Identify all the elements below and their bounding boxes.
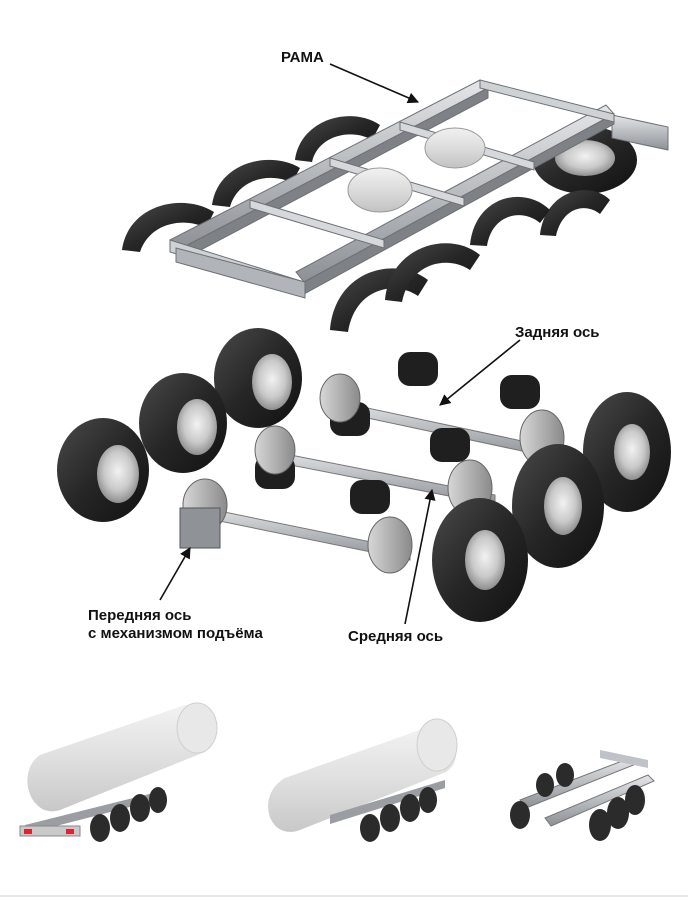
frame-pointer-line xyxy=(329,63,420,104)
axles-assembly xyxy=(57,328,671,622)
frame-label: РАМА xyxy=(281,49,324,66)
frame-air-tanks xyxy=(347,127,486,213)
wheel-left-2 xyxy=(139,373,227,473)
wheel-left-1 xyxy=(214,328,302,428)
wheel-right-3 xyxy=(432,498,528,622)
variant-tanker-left xyxy=(19,702,218,842)
variant-tanker-middle xyxy=(268,718,458,842)
rear-axle-label: Задняя ось xyxy=(515,324,600,341)
rear-axle-pointer-line xyxy=(439,339,521,406)
wheel-left-3 xyxy=(57,418,149,522)
frame-assembly xyxy=(122,79,669,332)
front-axle-label-line2: с механизмом подъёма xyxy=(88,625,263,642)
variant-chassis-right xyxy=(510,750,655,841)
wheel-right-2 xyxy=(512,444,604,568)
middle-axle-pointer-line xyxy=(404,488,436,625)
mudguard-row-front xyxy=(330,190,610,332)
wheel-right-1 xyxy=(583,392,671,512)
mudguard-row-back xyxy=(122,116,380,252)
front-axle-pointer-line xyxy=(159,547,191,601)
lift-mechanism xyxy=(179,507,221,549)
middle-axle-label: Средняя ось xyxy=(348,628,444,645)
front-axle-label-line1: Передняя ось xyxy=(88,607,192,624)
front-axle-label: Передняя ось с механизмом подъёма xyxy=(88,607,263,643)
